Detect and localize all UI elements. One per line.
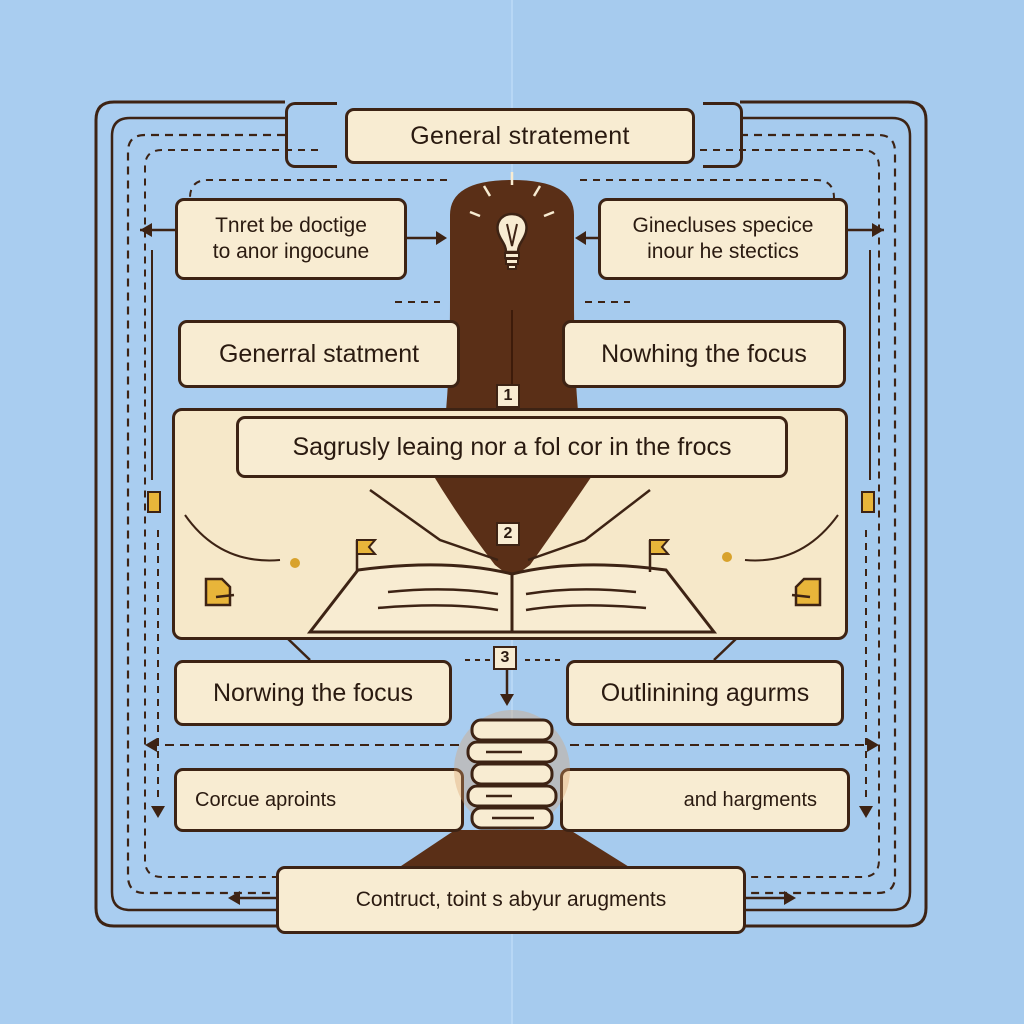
lower-right-text: Outlinining agurms — [600, 678, 810, 707]
open-book-icon — [306, 563, 718, 634]
mid-left-box: Generral statment — [178, 320, 460, 388]
top-right-line-2: inour he stectics — [647, 240, 799, 263]
pencil-icon — [204, 577, 235, 607]
footer-text: Contruct, toint s abyur arugments — [355, 888, 667, 911]
step-number-2: 2 — [496, 522, 520, 546]
title-bracket-left — [285, 102, 337, 168]
panel-banner-text: Sagrusly leaing nor a fol cor in the fro… — [292, 432, 732, 461]
bottom-left-box: Corcue aproints — [174, 768, 464, 832]
pencil-icon — [791, 577, 822, 607]
mid-left-text: Generral statment — [218, 339, 420, 368]
title-text: General stratement — [410, 121, 630, 150]
title-box: General stratement — [345, 108, 695, 164]
book-stack-icon — [454, 710, 570, 830]
mid-right-box: Nowhing the focus — [562, 320, 846, 388]
step-number-3: 3 — [493, 646, 517, 670]
footer-box: Contruct, toint s abyur arugments — [276, 866, 746, 934]
flag-icon — [648, 539, 670, 572]
lower-right-box: Outlinining agurms — [566, 660, 844, 726]
top-left-line-2: to anor ingocune — [212, 240, 370, 263]
lower-left-box: Norwing the focus — [174, 660, 452, 726]
title-bracket-right — [703, 102, 743, 168]
step-number-1: 1 — [496, 384, 520, 408]
mid-right-text: Nowhing the focus — [601, 339, 807, 368]
bottom-left-text: Corcue aproints — [195, 788, 337, 811]
sparkle-dot — [722, 552, 732, 562]
top-left-box: Tnret be doctige to anor ingocune — [175, 198, 407, 280]
lightbulb-icon — [496, 212, 528, 270]
top-right-box: Ginecluses specice inour he stectics — [598, 198, 848, 280]
panel-banner-box: Sagrusly leaing nor a fol cor in the fro… — [236, 416, 788, 478]
flag-icon — [355, 539, 377, 572]
bottom-right-text: and hargments — [683, 788, 817, 811]
lower-left-text: Norwing the focus — [212, 678, 414, 707]
top-left-line-1: Tnret be doctige — [215, 214, 367, 237]
bottom-right-box: and hargments — [560, 768, 850, 832]
top-right-line-1: Ginecluses specice — [632, 214, 814, 237]
sparkle-dot — [290, 558, 300, 568]
